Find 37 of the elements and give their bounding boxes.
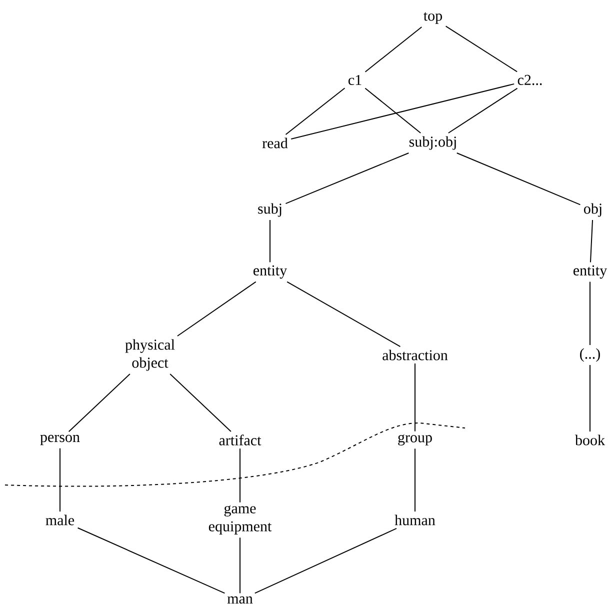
node-label: game equipment <box>208 506 272 534</box>
node-label: book <box>575 434 605 446</box>
connector-line <box>290 83 515 140</box>
connector-line <box>285 152 410 204</box>
node-label: person <box>40 434 80 446</box>
connector-line <box>77 527 226 594</box>
connector-line <box>254 528 397 594</box>
node-label: obj <box>584 203 602 217</box>
connector-line <box>68 374 130 432</box>
connector-line <box>176 281 256 336</box>
node-label: subj:obj <box>409 136 456 150</box>
node-label: man <box>227 596 253 604</box>
node-label: top <box>424 12 442 24</box>
node-label: group <box>398 434 432 446</box>
connector-line <box>590 220 594 263</box>
connector-line <box>414 362 416 432</box>
connector-line <box>364 26 422 72</box>
connector-line <box>456 152 581 206</box>
node-label: artifact <box>219 434 262 446</box>
node-label: physical object <box>125 339 175 371</box>
connector-line <box>285 88 346 136</box>
connector-line <box>448 88 518 134</box>
node-label: male <box>46 514 74 526</box>
connector-line <box>286 281 401 348</box>
node-label: subj <box>258 203 282 217</box>
node-label: abstraction <box>382 350 448 360</box>
connector-line <box>445 26 518 72</box>
node-label: read <box>262 138 288 148</box>
node-label: entity <box>574 265 608 279</box>
node-label: human <box>394 514 436 526</box>
node-label: entity <box>254 265 288 279</box>
connector-line <box>170 374 232 432</box>
connector-line <box>414 448 416 512</box>
connector-line <box>364 88 422 134</box>
node-label: c1 <box>348 74 362 86</box>
node-label: (...) <box>580 348 600 362</box>
node-label: c2... <box>518 74 542 86</box>
